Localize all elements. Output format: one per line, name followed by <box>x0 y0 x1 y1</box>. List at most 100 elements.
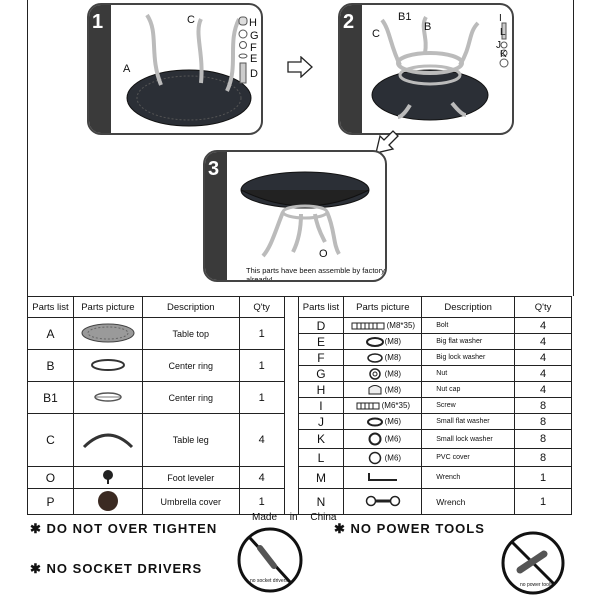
step-number: 1 <box>92 11 104 33</box>
part-qty-k: 8 <box>514 429 572 449</box>
assembled-table-illustration <box>240 171 370 258</box>
part-qty-d: 4 <box>514 317 572 334</box>
part-code-n: N <box>297 488 345 515</box>
assembly-frame <box>27 0 574 296</box>
label-c-step2: C <box>372 28 380 40</box>
spec-k: (M6) <box>384 434 402 444</box>
part-code-j: J <box>297 413 345 430</box>
foot-leveler-icon <box>72 466 143 489</box>
warning-star-icon: ✱ <box>334 521 346 536</box>
part-desc-j: Small flat washer <box>421 413 516 430</box>
spec-e: (M8) <box>384 337 402 347</box>
header-qty: Q'ty <box>238 296 285 318</box>
part-qty-b1: 1 <box>238 381 285 414</box>
umbrella-cover-icon <box>72 488 143 515</box>
part-desc-h: Nut cap <box>421 381 516 398</box>
arrow-right-icon <box>287 56 313 78</box>
part-qty-h: 4 <box>514 381 572 398</box>
part-desc-o: Foot leveler <box>141 466 240 489</box>
warning-no-socket-drivers: ✱ NO SOCKET DRIVERS <box>30 561 202 577</box>
spec-j: (M6) <box>384 417 402 427</box>
part-desc-d: Bolt <box>421 317 516 334</box>
part-desc-e: Big flat washer <box>421 333 516 350</box>
table-row: K (M6) Small lock washer 8 <box>28 429 572 449</box>
part-code-f: F <box>297 349 345 366</box>
label-b: B <box>424 21 432 33</box>
table-top-legs-illustration <box>126 13 252 127</box>
part-qty-m: 1 <box>514 466 572 489</box>
part-code-i: I <box>297 397 345 414</box>
nut-icon: (M8) <box>343 365 423 382</box>
bolt-icon: (M8*35) <box>343 317 423 334</box>
part-qty-a: 1 <box>238 317 285 350</box>
label-j: J <box>496 40 501 51</box>
warning-text: NO POWER TOOLS <box>350 521 485 536</box>
step-number: 2 <box>343 11 355 33</box>
factory-note: This parts have been assemble by factory… <box>246 266 385 282</box>
part-qty-l: 8 <box>514 448 572 467</box>
spec-h: (M8) <box>384 384 402 394</box>
label-b1: B1 <box>398 11 412 23</box>
center-ring-icon <box>72 349 143 382</box>
part-code-m: M <box>297 466 345 489</box>
label-k: K <box>500 49 507 60</box>
step-band <box>340 5 362 133</box>
sign-socket-text: no socket drivers <box>250 578 288 584</box>
header-parts-list-right: Parts list <box>297 296 345 318</box>
part-desc-i: Screw <box>421 397 516 414</box>
part-code-d: D <box>297 317 345 334</box>
part-desc-k: Small lock washer <box>421 429 516 449</box>
no-power-tools-sign: no power tools <box>500 530 566 596</box>
label-d: D <box>250 68 258 80</box>
screw-icon: (M6*35) <box>343 397 423 414</box>
part-desc-b1: Center ring <box>141 381 240 414</box>
header-parts-picture: Parts picture <box>72 296 143 318</box>
parts-table: Parts list Parts picture Description Q't… <box>27 296 572 515</box>
label-o: O <box>319 248 328 260</box>
center-ring-illustration <box>371 15 509 121</box>
spanner-icon <box>343 488 423 515</box>
header-description: Description <box>141 296 240 318</box>
flat-washer-icon: (M8) <box>343 333 423 350</box>
table-row: O Foot leveler 4 M Wrench 1 <box>27 466 572 489</box>
label-l: L <box>500 27 506 38</box>
part-qty-o: 4 <box>238 466 285 489</box>
warning-text: NO SOCKET DRIVERS <box>46 561 203 576</box>
label-f: F <box>250 42 257 54</box>
label-c: C <box>187 14 195 26</box>
warning-over-tighten: ✱ DO NOT OVER TIGHTEN <box>30 521 217 537</box>
part-qty-e: 4 <box>514 333 572 350</box>
part-code-e: E <box>297 333 345 350</box>
prohibition-icon <box>501 531 565 595</box>
spec-i: (M6*35) <box>381 401 411 411</box>
part-qty-g: 4 <box>514 365 572 382</box>
step-band <box>205 152 227 280</box>
nut-cap-icon: (M8) <box>343 381 423 398</box>
part-code-c: C <box>27 413 74 467</box>
part-desc-b: Center ring <box>141 349 240 382</box>
spec-d: (M8*35) <box>386 321 416 331</box>
spec-l: (M6) <box>384 452 402 462</box>
part-qty-i: 8 <box>514 397 572 414</box>
part-code-a: A <box>27 317 74 350</box>
label-a: A <box>123 63 131 75</box>
sign-power-text: no power tools <box>520 582 553 588</box>
part-qty-j: 8 <box>514 413 572 430</box>
spec-g: (M8) <box>384 368 402 378</box>
header-parts-list: Parts list <box>27 296 74 318</box>
table-row: B1 Center ring 1 H (M8) Nut cap 4 <box>27 381 572 414</box>
part-qty-b: 1 <box>238 349 285 382</box>
part-desc-c: Table leg <box>141 413 240 467</box>
warning-star-icon: ✱ <box>30 561 42 576</box>
part-qty-n: 1 <box>514 488 572 515</box>
part-qty-f: 4 <box>514 349 572 366</box>
table-header-row: Parts list Parts picture Description Q't… <box>27 296 572 515</box>
arrow-down-left-icon <box>375 130 399 154</box>
label-e: E <box>250 53 258 65</box>
part-code-g: G <box>297 365 345 382</box>
part-desc-p: Umbrella cover <box>141 488 240 515</box>
table-separator <box>283 296 299 515</box>
part-desc-f: Big lock washer <box>421 349 516 366</box>
prohibition-icon <box>237 527 303 593</box>
step-2-panel: 2 B1 B C L J K I <box>338 3 514 135</box>
